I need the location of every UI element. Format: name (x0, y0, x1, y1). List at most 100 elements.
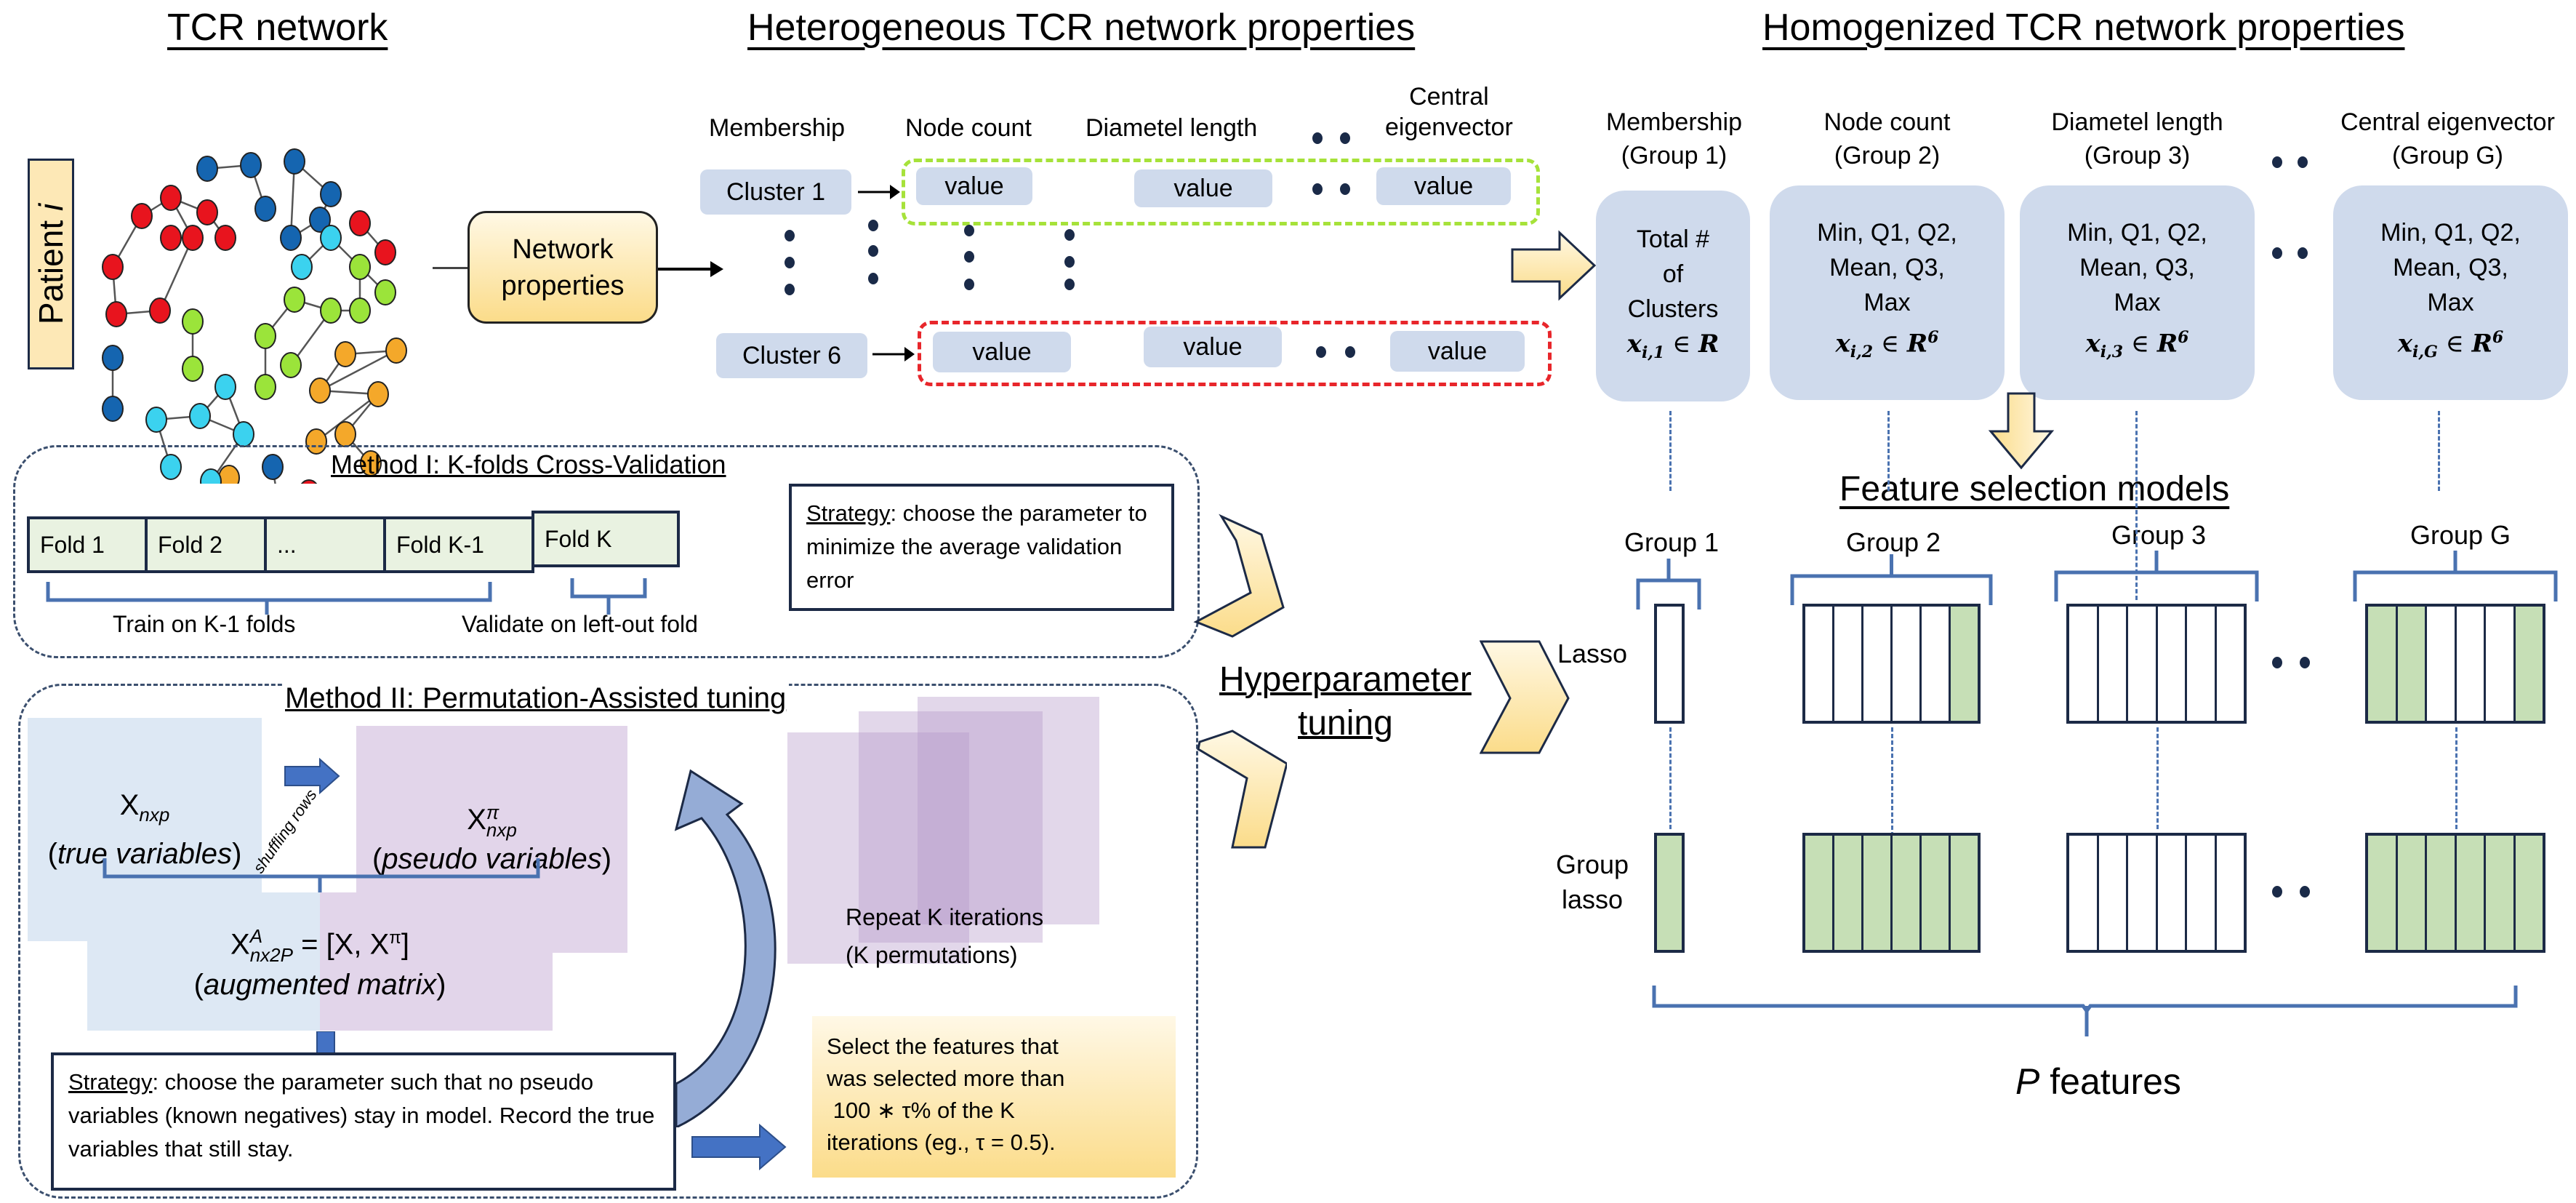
method1-strategy: Strategy: choose the parameter to minimi… (789, 484, 1174, 611)
x-pseudo-symbol: X (467, 804, 486, 836)
network-node (300, 479, 318, 484)
network-node (200, 468, 222, 484)
network-node (102, 345, 124, 371)
group-vector-notation: xi,3 ∈ R6 (2085, 328, 2189, 362)
cluster-6-value-central: value (1390, 331, 1525, 372)
feature-cell-unselected (2158, 836, 2187, 950)
network-node (374, 279, 396, 305)
feature-cell-unselected (2187, 836, 2217, 950)
feature-cell-selected (2515, 607, 2543, 721)
aug-sub: nx2P (249, 944, 293, 967)
arrow-cluster-1 (858, 185, 900, 199)
x-true-sub: nxp (139, 804, 170, 826)
select-line-3: 100 ∗ τ% of the K (827, 1098, 1015, 1123)
network-node (240, 152, 262, 178)
header-membership: Membership (709, 114, 846, 142)
fold-k-minus-1: Fold K-1 (383, 516, 534, 573)
feature-cell-selected (2515, 836, 2543, 950)
vertical-ellipsis-dot (1064, 256, 1075, 268)
hyperparameter-label: Hyperparameter tuning (1219, 658, 1472, 746)
network-node (309, 207, 331, 233)
strategy2-label: Strategy (68, 1069, 153, 1095)
network-node (254, 374, 276, 400)
repeat-label: Repeat K iterations (K permutations) (846, 898, 1043, 974)
ellipsis-dot (2300, 885, 2310, 898)
method1-title: Method I: K-folds Cross-Validation (331, 449, 726, 479)
network-node (214, 374, 236, 400)
arrow-to-feature-selection (1988, 392, 2055, 470)
header-central-line2: eigenvector (1385, 113, 1513, 141)
group-header-line2: (Group 2) (1834, 142, 1941, 169)
network-node (280, 352, 302, 378)
aug-symbol: X (230, 927, 250, 960)
network-properties-line2: properties (501, 270, 625, 301)
ellipsis-dot (1345, 346, 1355, 358)
feature-cell-unselected (1657, 607, 1682, 721)
group-vector-notation: xi,1 ∈ R (1626, 329, 1720, 362)
network-node (349, 254, 371, 280)
p-features-bracket (1652, 986, 2518, 1036)
ellipsis-dot (1340, 132, 1350, 144)
feature-cell-selected (1805, 836, 1834, 950)
fold-2: Fold 2 (145, 516, 267, 573)
vertical-ellipsis-dot (964, 279, 974, 290)
network-node (334, 421, 356, 447)
title-tcr-network: TCR network (167, 7, 388, 49)
feature-cell-unselected (1863, 607, 1893, 721)
feature-cell-unselected (1922, 607, 1951, 721)
network-edge (319, 349, 397, 392)
feature-group-bracket (2353, 551, 2558, 602)
network-node (102, 396, 124, 422)
feature-cell-selected (2368, 836, 2398, 950)
group-header-line2: (Group 1) (1621, 142, 1728, 169)
vertical-ellipsis-dot (868, 220, 878, 231)
method2-title: Method II: Permutation-Assisted tuning (282, 682, 790, 715)
network-properties-line1: Network (512, 233, 614, 265)
x-pseudo-sub: nxp (486, 819, 517, 842)
chevron-from-method1 (1193, 513, 1285, 638)
cluster-1-label: Cluster 1 (700, 169, 851, 215)
augment-bracket (103, 858, 540, 895)
cluster-1-value-node-count: value (916, 167, 1032, 205)
ellipsis-dot (1312, 132, 1323, 144)
dashed-connector (2438, 411, 2440, 491)
dashed-connector (1669, 727, 1672, 829)
network-node (284, 287, 305, 313)
title-heterogeneous: Heterogeneous TCR network properties (747, 7, 1416, 49)
feature-bar (2066, 833, 2247, 953)
cluster-6-values-group (918, 321, 1552, 386)
aug-rhs-end: ] (401, 927, 409, 960)
vertical-ellipsis-dot (785, 284, 795, 295)
cluster-6-label: Cluster 6 (716, 333, 867, 378)
feature-cell-selected (2456, 836, 2486, 950)
repeat-line-1: Repeat K iterations (846, 904, 1044, 930)
network-edge (316, 393, 379, 442)
feature-group-label: Group G (2410, 520, 2511, 550)
network-node (131, 203, 153, 229)
method1-container (13, 445, 1200, 658)
select-features-box: Select the features that was selected mo… (812, 1016, 1176, 1178)
network-node (349, 297, 371, 324)
patient-word: Patient (32, 211, 70, 325)
feature-cell-unselected (2128, 836, 2158, 950)
feature-bar (1654, 604, 1685, 724)
group-summary-line: of (1662, 260, 1684, 289)
feature-cell-unselected (1834, 607, 1863, 721)
connector-line (433, 267, 469, 269)
vertical-ellipsis-dot (868, 273, 878, 284)
vertical-ellipsis-dot (785, 230, 795, 241)
network-node (320, 181, 342, 207)
feature-cell-selected (1657, 836, 1682, 950)
feature-cell-unselected (2099, 607, 2128, 721)
group-summary-line: Mean, Q3, (2079, 254, 2195, 282)
group-header-line1: Central eigenvector (2340, 108, 2555, 136)
aug-rhs: = [X, X (292, 927, 390, 960)
network-node (189, 403, 211, 429)
feature-cell-selected (1893, 836, 1922, 950)
network-node (334, 341, 356, 367)
patient-label: Patient i (28, 159, 74, 369)
feature-cell-unselected (2217, 836, 2244, 950)
ellipsis-dot (1340, 183, 1350, 195)
feature-cell-selected (1951, 607, 1978, 721)
